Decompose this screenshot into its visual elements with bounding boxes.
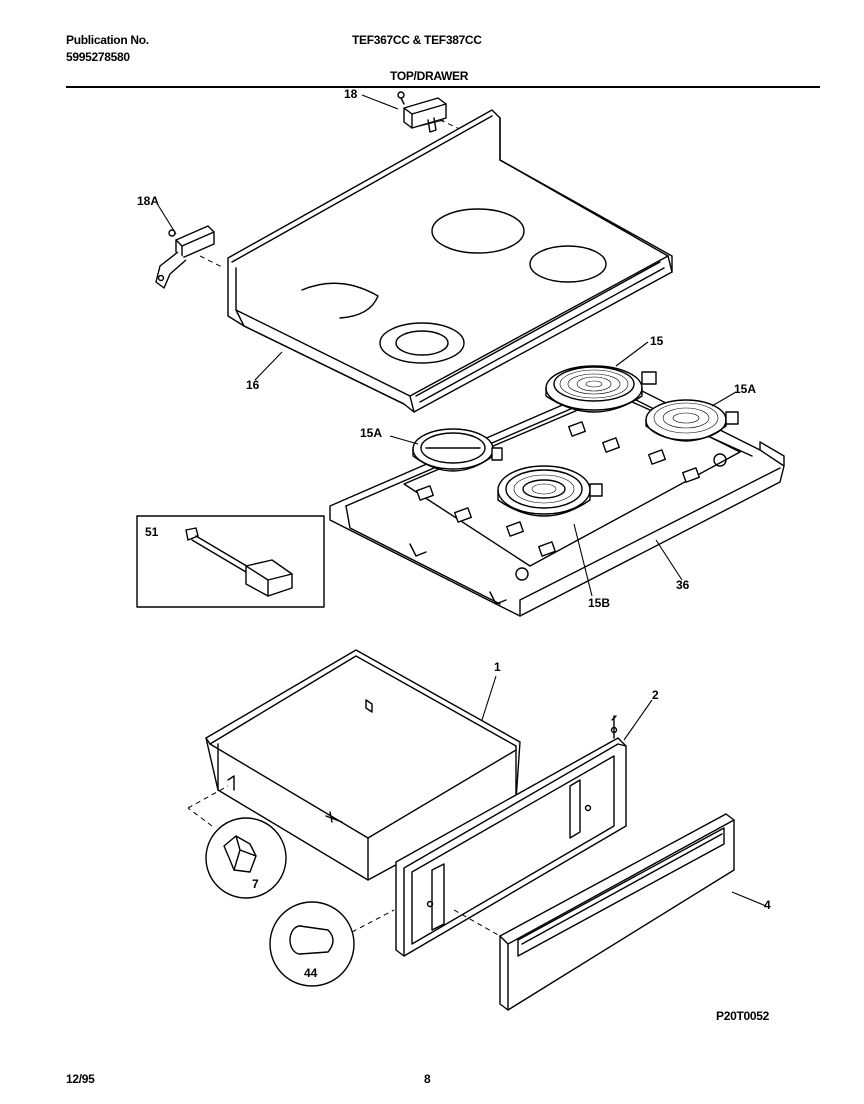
part-15b-dual-radiant-element <box>497 465 603 517</box>
callout-36: 36 <box>676 578 690 592</box>
callout-16: 16 <box>246 378 260 392</box>
part-15-radiant-element <box>545 365 657 413</box>
part-15a-right-radiant-element <box>645 399 739 442</box>
callout-4: 4 <box>764 898 771 912</box>
callout-7: 7 <box>252 877 259 891</box>
part-15a-left-radiant-element <box>412 428 503 472</box>
publication-number: 5995278580 <box>66 50 130 64</box>
part-18-hinge-bracket <box>397 91 463 133</box>
diagram-code: P20T0052 <box>716 1009 769 1023</box>
callout-15a-right: 15A <box>734 382 757 396</box>
section-title: TOP/DRAWER <box>390 69 469 83</box>
part-44-detail-roller <box>269 901 395 987</box>
callout-15a-left: 15A <box>360 426 383 440</box>
callout-15: 15 <box>650 334 664 348</box>
part-2-drawer-front-panel <box>395 715 627 957</box>
part-18a-side-bracket <box>155 225 225 289</box>
publication-label: Publication No. <box>66 33 149 47</box>
footer-date: 12/95 <box>66 1072 95 1086</box>
header-rule <box>66 86 820 88</box>
part-16-glass-cooktop <box>227 109 673 413</box>
model-numbers: TEF367CC & TEF387CC <box>352 33 482 47</box>
callout-18a: 18A <box>137 194 160 208</box>
page-number: 8 <box>424 1072 431 1086</box>
part-4-drawer-face <box>453 813 735 1011</box>
callout-51: 51 <box>145 525 159 539</box>
callout-18: 18 <box>344 87 358 101</box>
callout-44: 44 <box>304 966 318 980</box>
part-7-detail-bracket <box>187 807 287 899</box>
callout-1: 1 <box>494 660 501 674</box>
callout-2: 2 <box>652 688 659 702</box>
callout-15b: 15B <box>588 596 611 610</box>
part-51-wire-harness-inset <box>136 515 325 608</box>
